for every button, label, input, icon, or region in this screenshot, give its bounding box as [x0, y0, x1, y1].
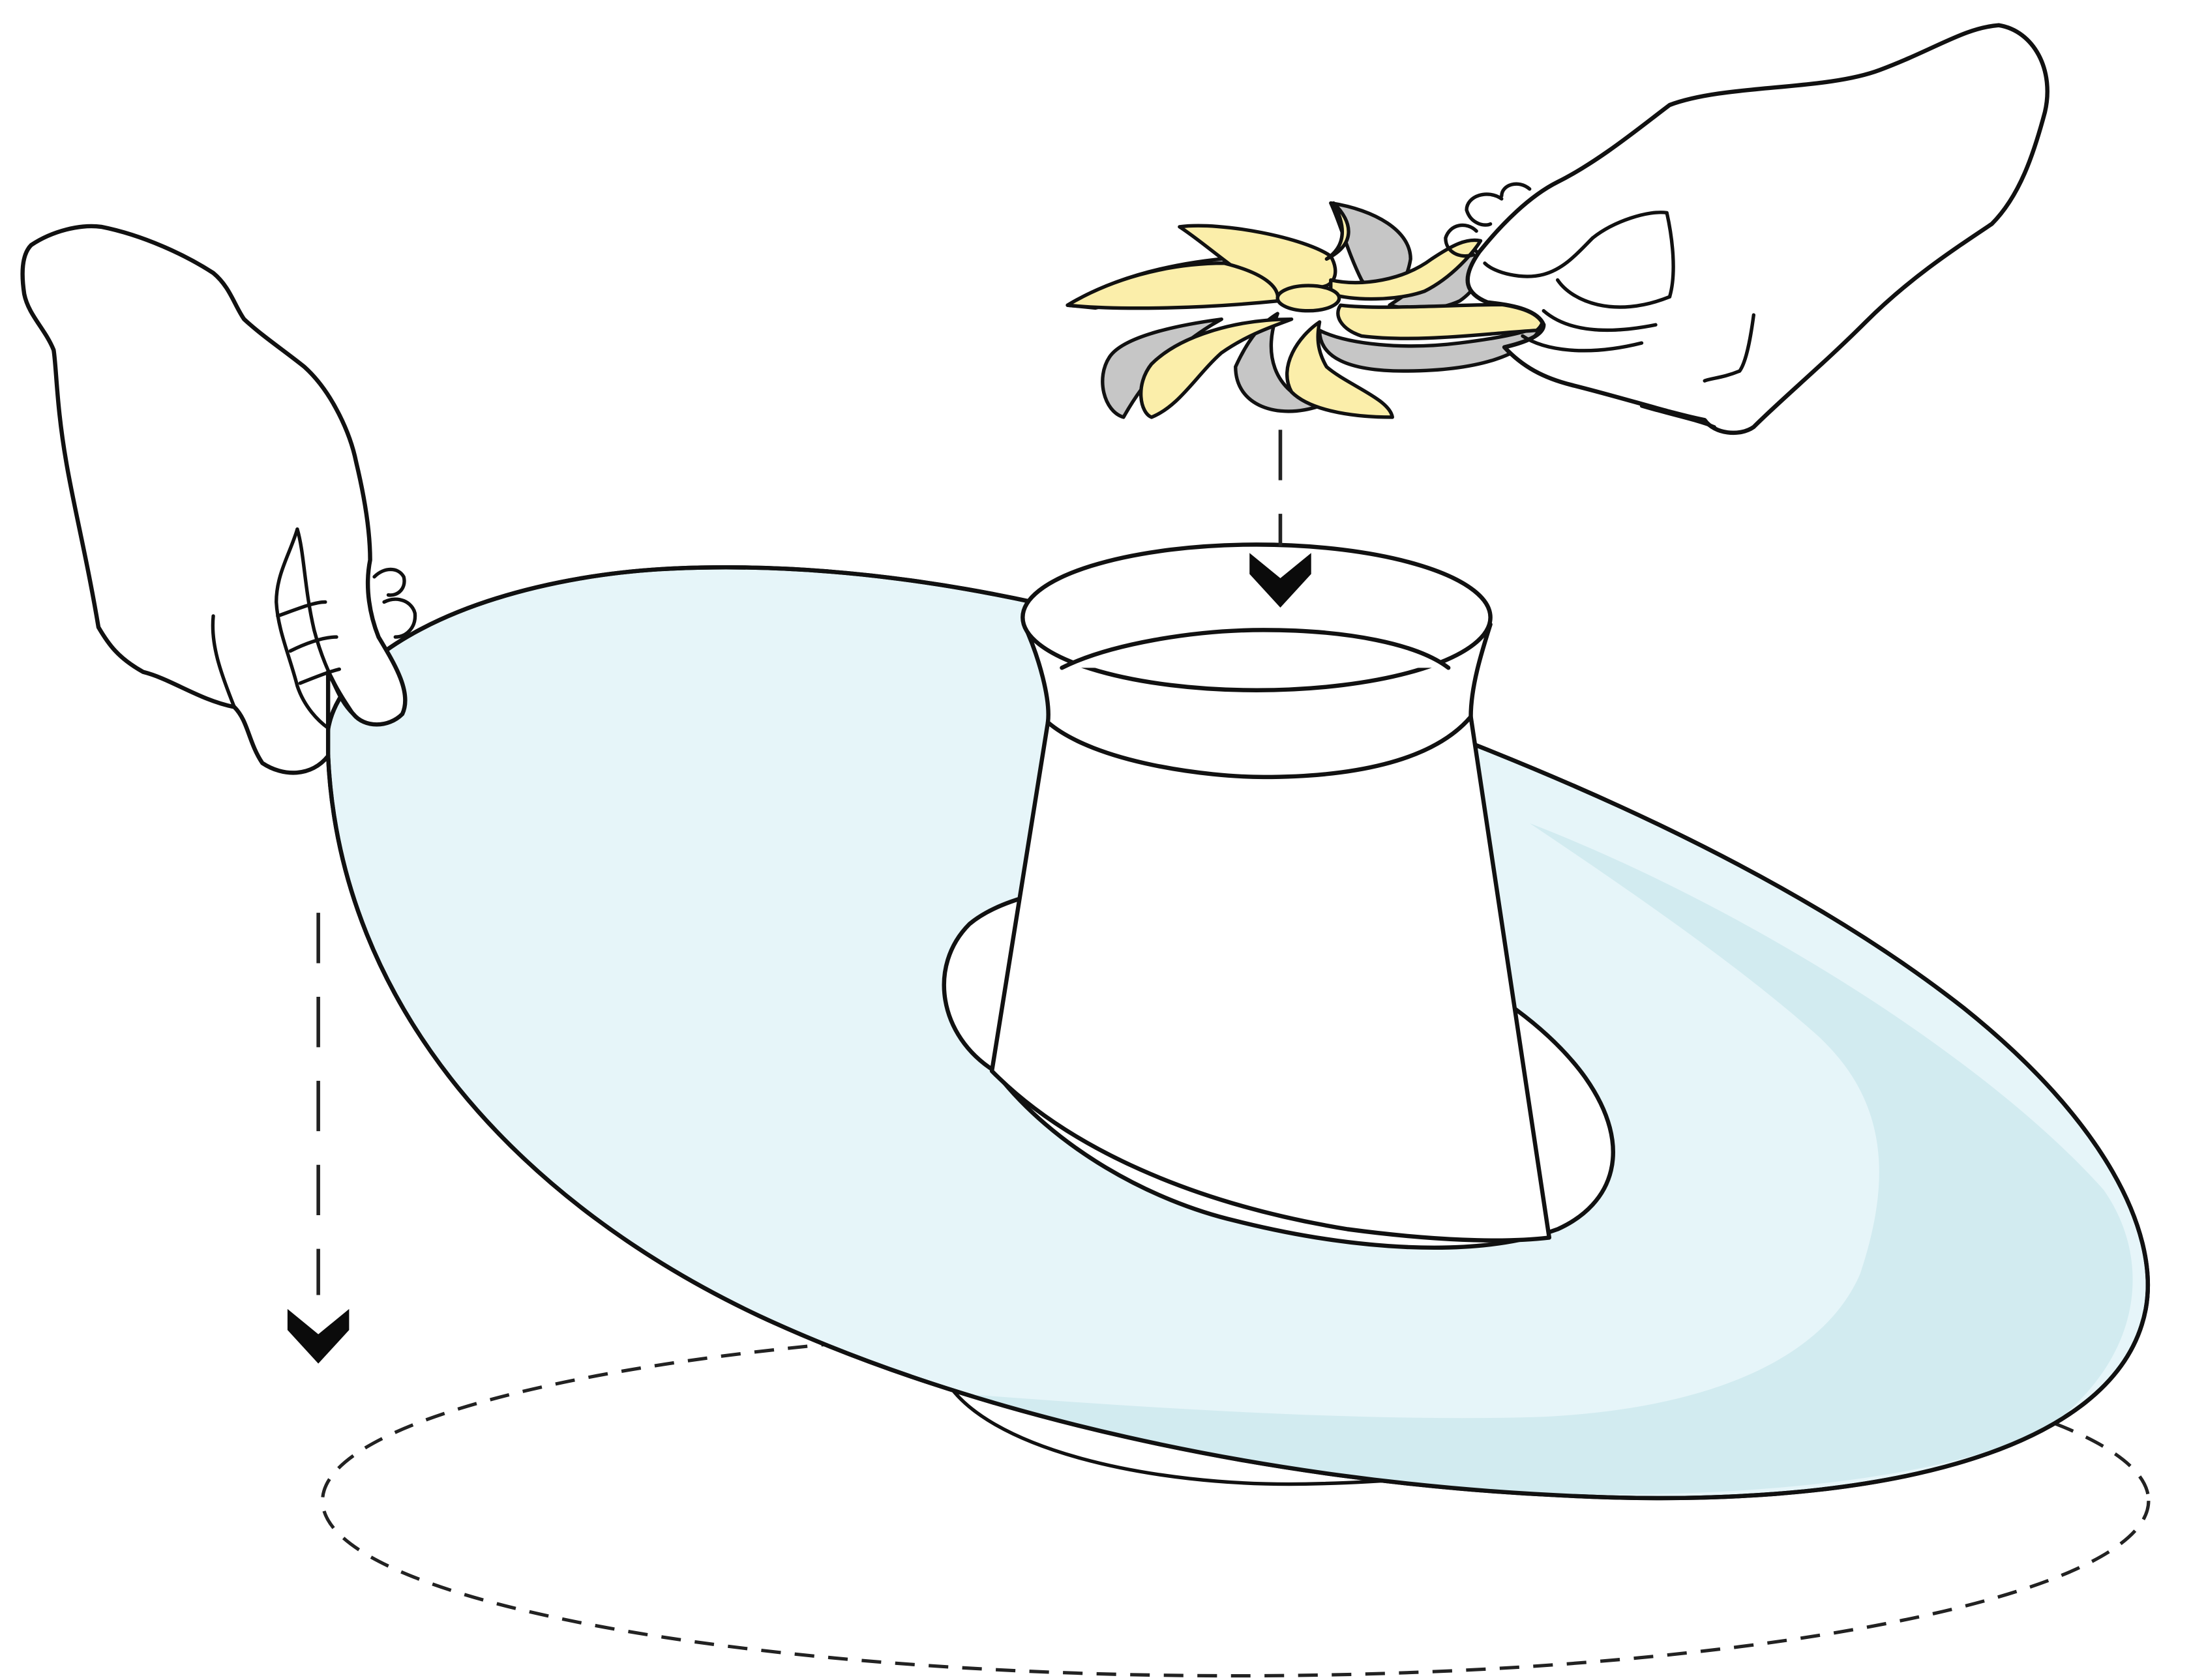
blade-guide	[1249, 430, 1311, 608]
disc-shade	[969, 823, 2133, 1495]
container-cup	[989, 542, 1552, 1243]
chevron-blade	[1249, 553, 1311, 608]
disc-guide	[287, 913, 350, 1364]
blade-hub	[1275, 284, 1341, 313]
cup-body	[989, 715, 1552, 1243]
blade-icon	[1066, 201, 1545, 419]
chevron-disc	[287, 1308, 350, 1364]
left-hand-icon	[20, 224, 417, 775]
right-hand-icon	[1444, 23, 2049, 435]
cup-rim-inner	[1060, 628, 1451, 670]
